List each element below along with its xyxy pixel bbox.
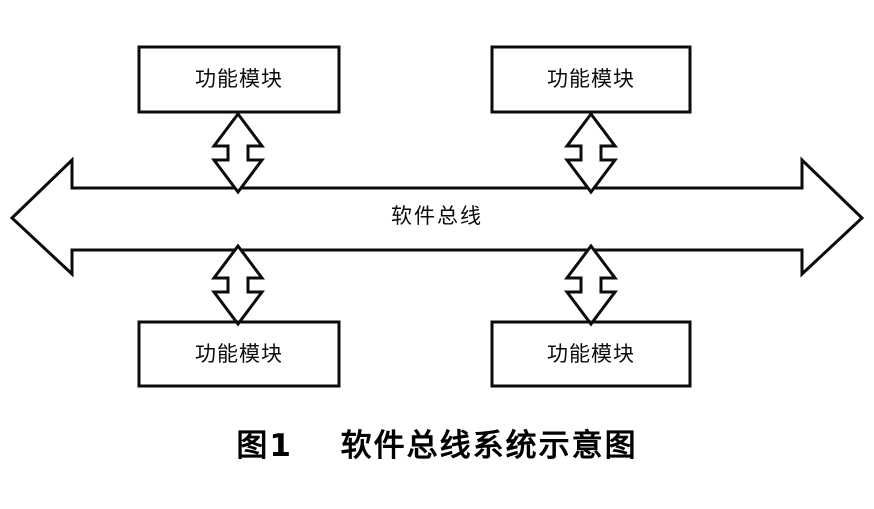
module-label-top-right: 功能模块 <box>547 67 635 91</box>
software-bus-label: 软件总线 <box>391 204 483 228</box>
connector-arrow-top-left <box>211 111 265 195</box>
module-label-top-left: 功能模块 <box>195 67 283 91</box>
connector-arrow-top-right <box>564 111 618 195</box>
module-label-bottom-left: 功能模块 <box>195 342 283 366</box>
connector-arrow-bottom-right <box>564 243 618 327</box>
figure-caption-title: 软件总线系统示意图 <box>340 428 638 464</box>
module-box-top-right <box>490 45 692 114</box>
module-box-top-left <box>137 45 341 114</box>
module-label-bottom-right: 功能模块 <box>547 342 635 366</box>
figure-caption: 图1 软件总线系统示意图 <box>0 428 874 465</box>
module-box-bottom-right <box>490 320 692 388</box>
connector-arrow-bottom-left <box>211 243 265 327</box>
figure-caption-number: 图1 <box>236 428 293 464</box>
